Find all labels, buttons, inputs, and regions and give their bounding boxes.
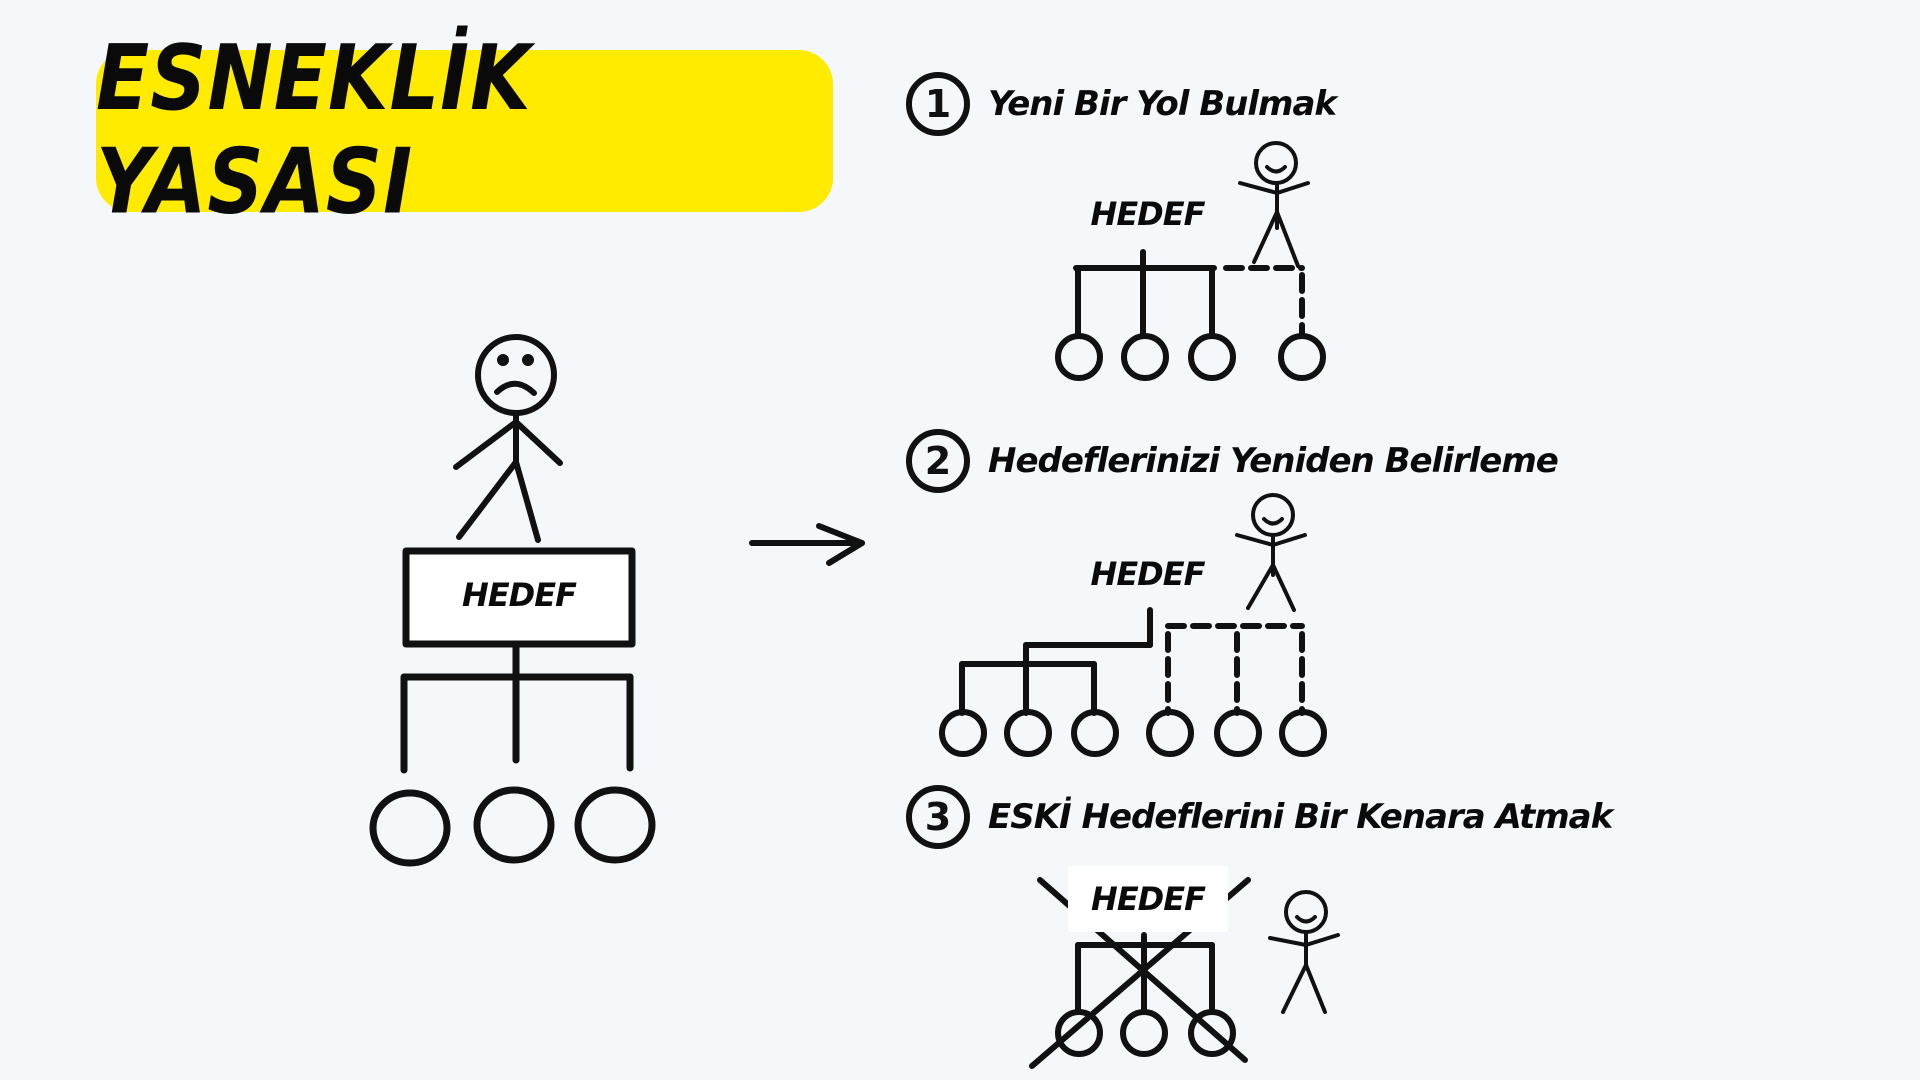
step1-tree (1055, 249, 1326, 381)
step2-tree (939, 607, 1327, 757)
step2-happy-stick-figure-icon (1235, 493, 1307, 612)
step-2-label: Hedeflerinizi Yeniden Belirleme (988, 441, 1559, 481)
goal-tree (369, 640, 656, 867)
step3-happy-stick-figure-icon (1268, 890, 1340, 1014)
step-3-heading: 3 ESKİ Hedeflerini Bir Kenara Atmak (906, 785, 1613, 849)
step-3-number-icon: 3 (906, 785, 970, 849)
step1-happy-stick-figure-icon (1238, 141, 1310, 268)
step-2-number-icon: 2 (906, 429, 970, 493)
step3-crossed-tree (1055, 932, 1236, 1057)
goal-box (402, 547, 636, 648)
step-2-goal-label: HEDEF (1090, 555, 1206, 593)
step-1-heading: 1 Yeni Bir Yol Bulmak (906, 72, 1337, 136)
title-banner: ESNEKLİK YASASI (96, 28, 833, 235)
right-arrow-icon (749, 523, 865, 566)
step-1-label: Yeni Bir Yol Bulmak (988, 84, 1337, 124)
sad-stick-figure-icon (453, 334, 563, 543)
step-1-number-icon: 1 (906, 72, 970, 136)
step-1-goal-label: HEDEF (1090, 195, 1206, 233)
main-goal-label: HEDEF (462, 576, 577, 614)
page-title: ESNEKLİK YASASI (96, 27, 532, 235)
step-3-label: ESKİ Hedeflerini Bir Kenara Atmak (988, 797, 1613, 837)
step-2-heading: 2 Hedeflerinizi Yeniden Belirleme (906, 429, 1559, 493)
step-3-goal-label: HEDEF (1068, 866, 1228, 932)
